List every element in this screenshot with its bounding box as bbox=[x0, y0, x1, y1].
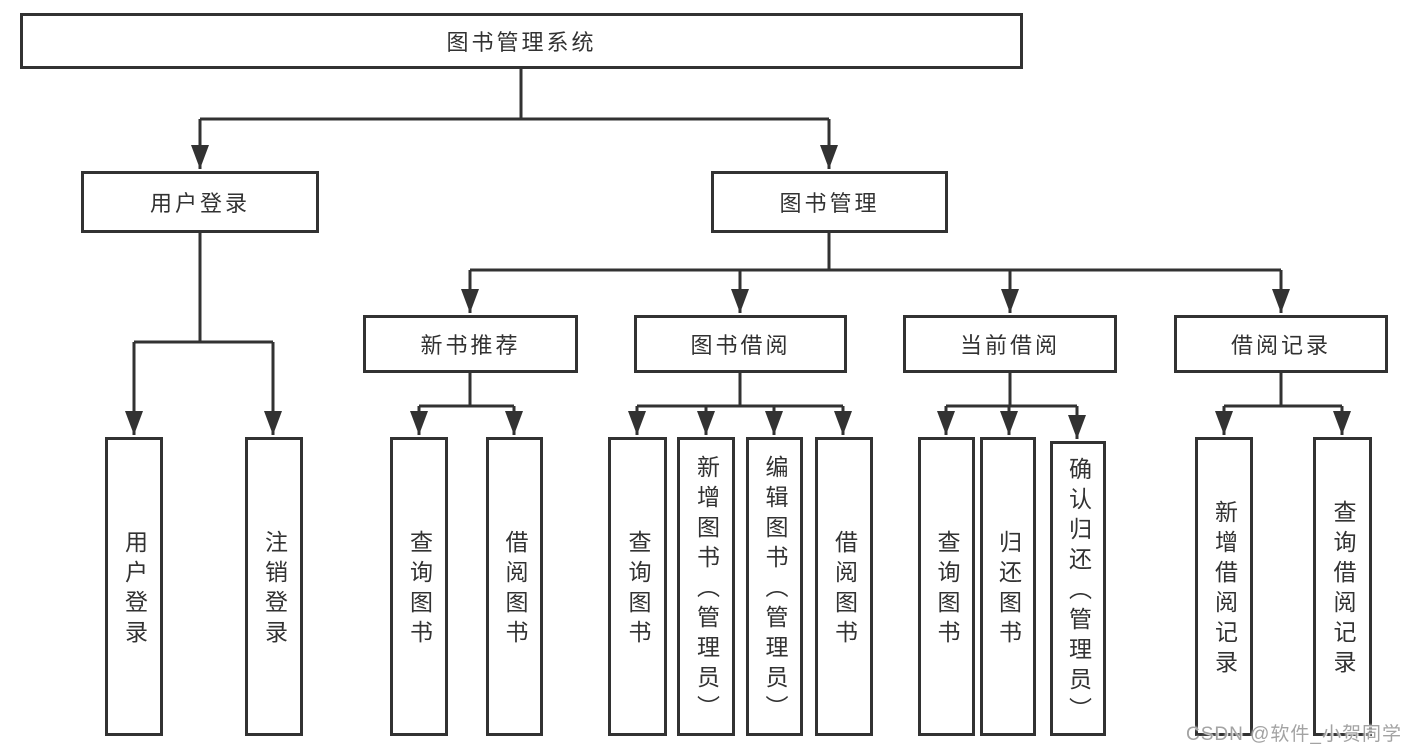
connector-current-borrowing-branch bbox=[937, 373, 1086, 439]
csdn-watermark: CSDN @软件_小贺同学 bbox=[1186, 724, 1402, 745]
connector-root-to-level2 bbox=[191, 69, 838, 169]
connector-book-management-branch bbox=[461, 233, 1290, 313]
node-leaf-borrow-books-borrowing: 借阅图书 bbox=[815, 437, 873, 736]
node-leaf-query-borrow-record: 查询借阅记录 bbox=[1313, 437, 1372, 736]
node-leaf-edit-books-admin: 编辑图书（管理员） bbox=[746, 437, 803, 736]
leaf-label: 新增借阅记录 bbox=[1211, 500, 1238, 680]
leaf-label: 查询图书 bbox=[406, 530, 433, 650]
node-leaf-add-books-admin: 新增图书（管理员） bbox=[677, 437, 735, 736]
leaf-label: 归还图书 bbox=[995, 530, 1022, 650]
node-current-borrowing: 当前借阅 bbox=[903, 315, 1117, 373]
connector-borrow-records-branch bbox=[1215, 373, 1351, 435]
node-user-login: 用户登录 bbox=[81, 171, 319, 233]
leaf-label: 确认归还（管理员） bbox=[1065, 457, 1092, 727]
node-new-book-recommendation: 新书推荐 bbox=[363, 315, 578, 373]
leaf-label: 编辑图书（管理员） bbox=[762, 455, 788, 725]
node-leaf-logout: 注销登录 bbox=[245, 437, 303, 736]
leaf-label: 查询借阅记录 bbox=[1330, 500, 1356, 680]
node-leaf-return-books: 归还图书 bbox=[980, 437, 1036, 736]
leaf-label: 借阅图书 bbox=[831, 530, 858, 650]
leaf-label: 用户登录 bbox=[121, 530, 148, 650]
leaf-label: 查询图书 bbox=[934, 530, 960, 650]
node-borrow-records: 借阅记录 bbox=[1174, 315, 1388, 373]
node-library-management-system: 图书管理系统 bbox=[20, 13, 1023, 69]
leaf-label: 注销登录 bbox=[261, 530, 288, 650]
node-leaf-add-borrow-record: 新增借阅记录 bbox=[1195, 437, 1253, 736]
node-leaf-query-books-borrowing: 查询图书 bbox=[608, 437, 667, 736]
node-book-borrowing: 图书借阅 bbox=[634, 315, 847, 373]
node-leaf-confirm-return-admin: 确认归还（管理员） bbox=[1050, 441, 1106, 736]
connector-new-book-branch bbox=[410, 373, 523, 435]
leaf-label: 查询图书 bbox=[625, 530, 651, 650]
connector-user-login-branch bbox=[125, 233, 282, 435]
node-leaf-user-login: 用户登录 bbox=[105, 437, 163, 736]
leaf-label: 借阅图书 bbox=[502, 530, 528, 650]
node-book-management: 图书管理 bbox=[711, 171, 948, 233]
connector-book-borrowing-branch bbox=[628, 373, 852, 435]
node-leaf-borrow-books-recommend: 借阅图书 bbox=[486, 437, 543, 736]
node-leaf-query-books-current: 查询图书 bbox=[918, 437, 975, 736]
node-leaf-query-books-recommend: 查询图书 bbox=[390, 437, 448, 736]
leaf-label: 新增图书（管理员） bbox=[693, 455, 720, 725]
